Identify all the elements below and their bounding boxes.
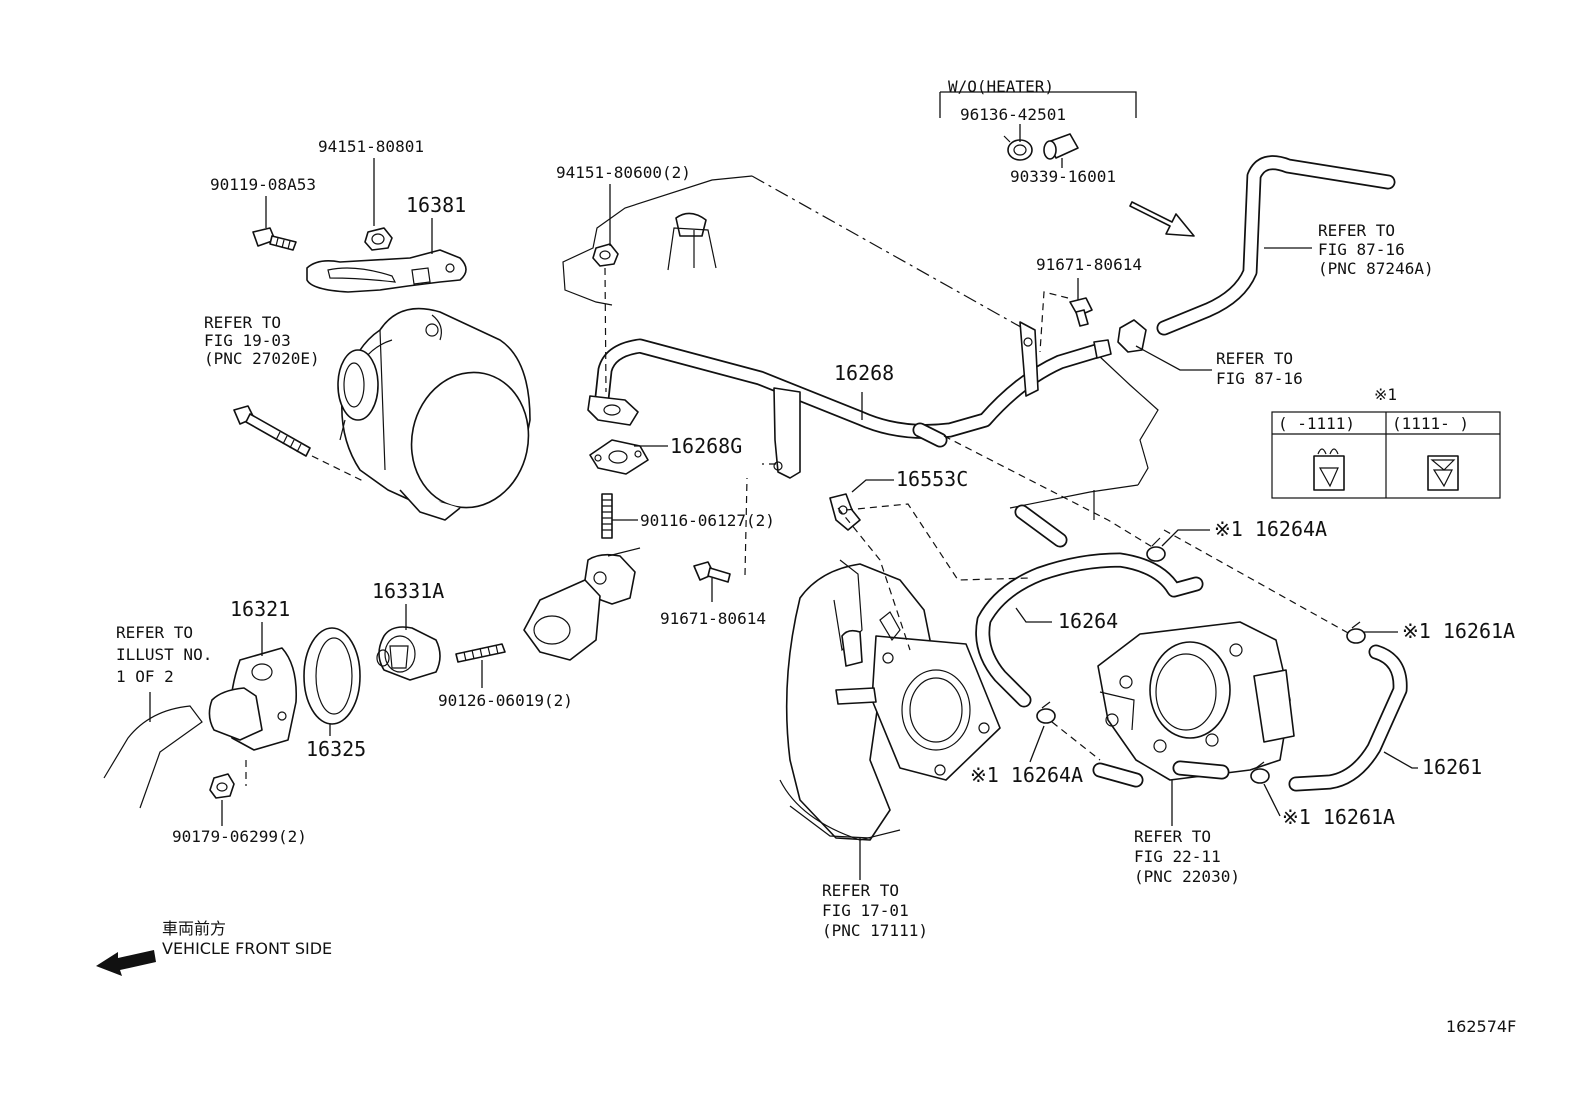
label-94151-80801: 94151-80801 (318, 137, 424, 156)
bolt-refer-fig19 (233, 405, 366, 483)
label-16261: 16261 (1422, 755, 1482, 779)
refer-fig87-pnc-line2: FIG 87-16 (1318, 240, 1405, 259)
legend-col2: (1111- ) (1392, 414, 1469, 433)
clamp-16553C (829, 493, 861, 531)
refer-fig17-line2: FIG 17-01 (822, 901, 909, 920)
short-hose-center (1014, 504, 1068, 548)
direction-arrow-heater (1129, 201, 1195, 237)
label-16331A: 16331A (372, 579, 444, 603)
bolt-91671-80614-upper (1039, 291, 1093, 353)
label-16381: 16381 (406, 193, 466, 217)
nut-94151-80600 (592, 243, 619, 393)
label-96136-42501: 96136-42501 (960, 105, 1066, 124)
refer-illust-line3: 1 OF 2 (116, 667, 174, 686)
label-90179-06299: 90179-06299(2) (172, 827, 307, 846)
label-90339-16001: 90339-16001 (1010, 167, 1116, 186)
label-16264A-top: ※1 16264A (1214, 517, 1327, 541)
gasket-16325 (303, 627, 361, 725)
gasket-16268G (589, 439, 649, 475)
label-refer-fig87-pnc: REFER TO FIG 87-16 (PNC 87246A) (1318, 221, 1434, 278)
clip-96136-42501 (1003, 135, 1033, 161)
refer-fig22-line3: (PNC 22030) (1134, 867, 1240, 886)
water-outlet (523, 547, 641, 661)
label-front-en: VEHICLE FRONT SIDE (162, 939, 332, 958)
refer-fig17-line3: (PNC 17111) (822, 921, 928, 940)
label-91671-80614-upper: 91671-80614 (1036, 255, 1142, 274)
leader-lines (149, 91, 1418, 880)
label-heater-note: W/O(HEATER) (948, 77, 1054, 96)
cap-90339-16001 (1043, 133, 1079, 160)
label-16553C: 16553C (896, 467, 968, 491)
clamp-16261A-bottom (1250, 761, 1270, 784)
label-16261A-bottom: ※1 16261A (1282, 805, 1395, 829)
heater-hose-refer-fig87 (1156, 155, 1396, 336)
refer-fig19-line2: FIG 19-03 (204, 331, 291, 350)
bolt-90119-08A53 (252, 227, 297, 251)
clip-refer-fig87 (1117, 319, 1147, 353)
refer-fig22-line2: FIG 22-11 (1134, 847, 1221, 866)
refer-illust-line2: ILLUST NO. (116, 645, 212, 664)
figure-id: 162574F (1446, 1017, 1516, 1036)
refer-illust-line1: REFER TO (116, 623, 193, 642)
stud-90116-06127 (601, 493, 613, 539)
refer-fig19-line3: (PNC 27020E) (204, 349, 320, 368)
alternator (337, 307, 531, 521)
refer-fig19-line1: REFER TO (204, 313, 281, 332)
label-16268G: 16268G (670, 434, 742, 458)
refer-fig87-pnc-line3: (PNC 87246A) (1318, 259, 1434, 278)
refer-fig87-line2: FIG 87-16 (1216, 369, 1303, 388)
label-refer-fig17: REFER TO FIG 17-01 (PNC 17111) (822, 881, 928, 940)
clamp-type-b-icon (1427, 455, 1459, 491)
legend-title: ※1 (1374, 385, 1397, 404)
assembly-lines (762, 435, 1351, 761)
label-refer-fig22: REFER TO FIG 22-11 (PNC 22030) (1134, 827, 1240, 886)
labels: 94151-80801 90119-08A53 16381 REFER TO F… (116, 77, 1516, 1036)
label-90126-06019: 90126-06019(2) (438, 691, 573, 710)
stud-90126-06019 (455, 643, 506, 663)
legend-col1: ( -1111) (1278, 414, 1355, 433)
label-front-jp: 車両前方 (162, 919, 226, 938)
label-90119-08A53: 90119-08A53 (210, 175, 316, 194)
nut-94151-80801 (364, 227, 393, 251)
clamp-16261A-top (1346, 621, 1366, 644)
hose-16261 (1288, 644, 1408, 792)
label-16321: 16321 (230, 597, 290, 621)
vehicle-front-arrow-icon (96, 950, 156, 976)
label-refer-fig87: REFER TO FIG 87-16 (1216, 349, 1303, 388)
hose-16264 (975, 552, 1204, 708)
label-16325: 16325 (306, 737, 366, 761)
hose-refer-illust (103, 705, 203, 809)
bracket-16381 (306, 249, 467, 293)
label-90116-06127: 90116-06127(2) (640, 511, 775, 530)
inlet-16321 (208, 647, 298, 751)
label-16264A-bottom: ※1 16264A (970, 763, 1083, 787)
label-91671-80614-lower: 91671-80614 (660, 609, 766, 628)
refer-fig87-pnc-line1: REFER TO (1318, 221, 1395, 240)
nut-90179-06299 (209, 760, 247, 799)
label-16261A-top: ※1 16261A (1402, 619, 1515, 643)
refer-fig22-line1: REFER TO (1134, 827, 1211, 846)
label-16264: 16264 (1058, 609, 1118, 633)
label-refer-fig19: REFER TO FIG 19-03 (PNC 27020E) (204, 313, 320, 368)
clamp-16264A-top (1146, 537, 1166, 562)
throttle-body (1092, 621, 1295, 788)
intake-manifold (779, 559, 1001, 841)
pipe-16268 (587, 321, 1112, 479)
clamp-16264A-bottom (1036, 701, 1056, 724)
label-16268: 16268 (834, 361, 894, 385)
thermostat-16331A (376, 626, 441, 681)
clamp-type-a-icon (1313, 448, 1345, 491)
label-refer-illust: REFER TO ILLUST NO. 1 OF 2 (116, 623, 212, 686)
bolt-91671-80614-lower (693, 477, 748, 583)
engine-outline (562, 175, 1159, 520)
label-94151-80600: 94151-80600(2) (556, 163, 691, 182)
refer-fig87-line1: REFER TO (1216, 349, 1293, 368)
refer-fig17-line1: REFER TO (822, 881, 899, 900)
legend-table: ※1 ( -1111) (1111- ) (1271, 385, 1501, 499)
cap-part (667, 212, 717, 271)
